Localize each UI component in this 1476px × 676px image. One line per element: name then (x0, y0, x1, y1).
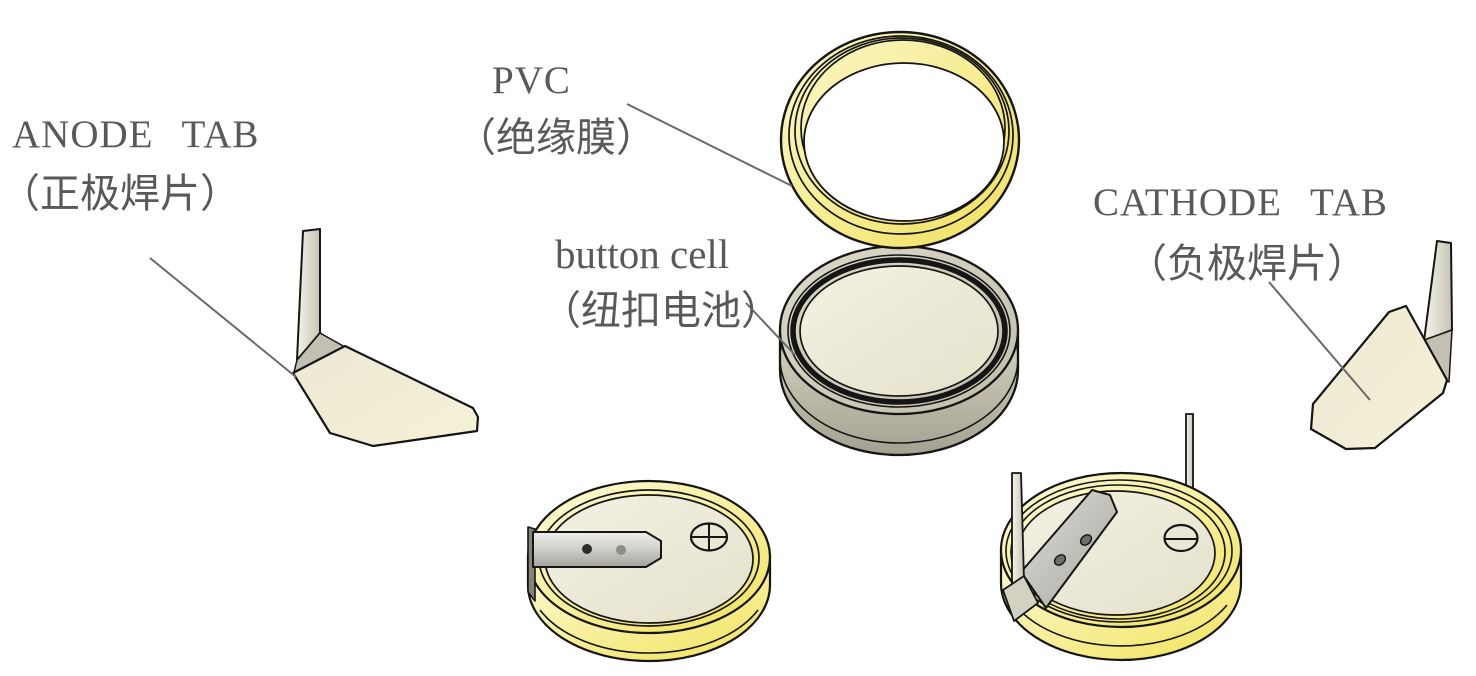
cathode-tab-upright-strip (1423, 240, 1453, 342)
cathode-tab-paddle (1309, 304, 1449, 451)
assembled-anode-weld-tab (532, 531, 662, 568)
pvc-ring-hole (803, 62, 1005, 222)
positive-polarity-icon (689, 522, 729, 552)
assembled-cathode-bottom-line (1014, 604, 1228, 647)
cathode-tab-label-en: CATHODE TAB (1093, 181, 1388, 224)
negative-polarity-icon (1163, 523, 1199, 553)
button-cell-label-zh: （纽扣电池） (541, 288, 781, 333)
anode-tab-label-zh: （正极焊片） (0, 171, 240, 216)
button-cell-gasket-ring (790, 257, 1008, 405)
assembled-cell-anode-illustration (526, 479, 772, 663)
button-cell-illustration (778, 244, 1020, 457)
button-cell-leader-line (745, 302, 796, 356)
anode-tab-label-en: ANODE TAB (12, 113, 259, 156)
pvc-leader-line (626, 103, 793, 187)
pvc-ring-stripe-1 (788, 35, 1014, 235)
pvc-ring-stripe-2 (794, 37, 1010, 225)
button-cell-top-face (799, 265, 999, 397)
button-cell-rim-ring (787, 254, 1011, 408)
cathode-left-pin (1011, 472, 1025, 586)
anode-tab-paddle (291, 344, 480, 448)
cathode-tab-label-zh: （负极焊片） (1127, 241, 1367, 286)
cathode-tab-illustration (1309, 240, 1453, 451)
pvc-ring-illustration (779, 30, 1021, 250)
anode-tab-illustration (291, 228, 480, 448)
weld-spot-light (616, 545, 626, 555)
cathode-leader-line (1268, 281, 1371, 401)
pvc-label-zh: （绝缘膜） (456, 115, 656, 160)
pvc-label-en: PVC (492, 59, 571, 102)
button-cell-label-en: button cell (555, 231, 729, 277)
assembled-cathode-weld-tab (1020, 489, 1118, 609)
weld-spot-dark (582, 544, 592, 554)
assembled-cathode-rim-ring-1 (1005, 479, 1233, 623)
anode-leader-line (149, 257, 297, 378)
weld-spot-1 (1053, 554, 1067, 566)
assembled-cathode-rim-ring-2 (1010, 484, 1226, 620)
cathode-left-pin-flap (1002, 575, 1039, 622)
assembled-anode-bottom-line (539, 609, 759, 654)
weld-spot-2 (1079, 534, 1093, 546)
assembled-cell-cathode-illustration (999, 413, 1243, 662)
